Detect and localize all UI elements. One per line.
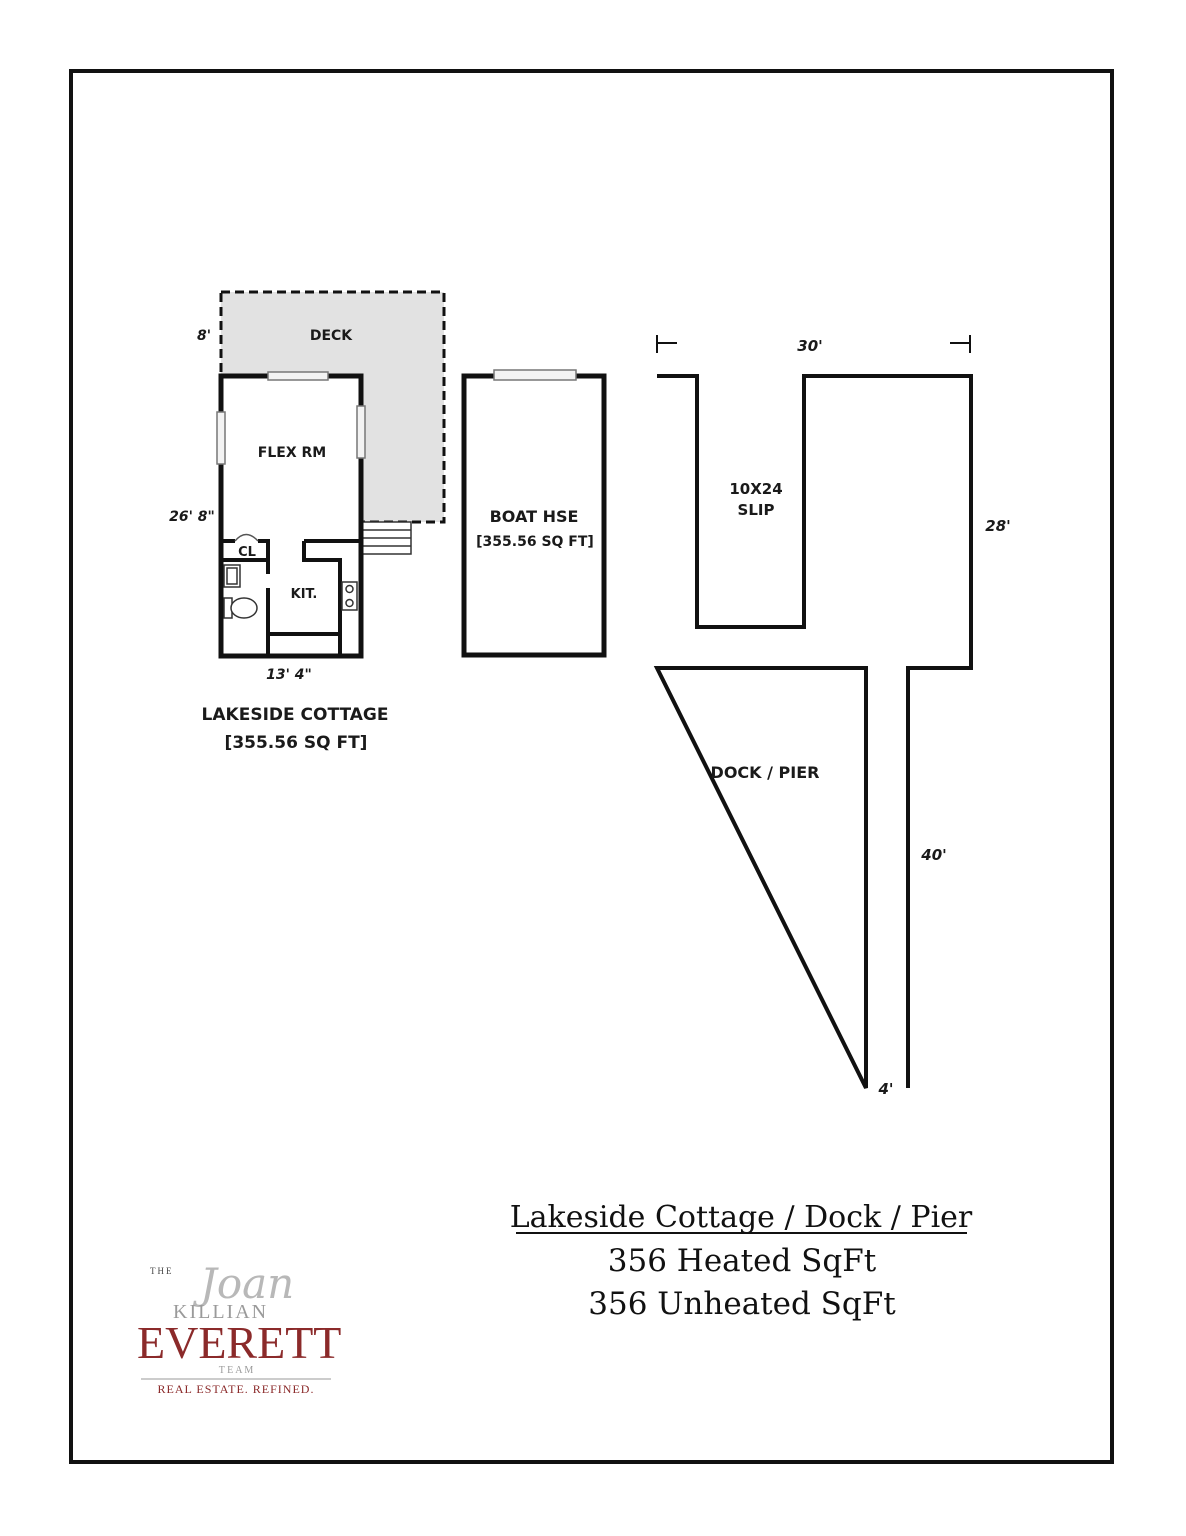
closet-label: CL xyxy=(238,545,256,560)
summary-title: Lakeside Cottage / Dock / Pier xyxy=(510,1200,973,1235)
boat-house: BOAT HSE [355.56 SQ FT] xyxy=(461,369,607,658)
deck-stairs xyxy=(360,521,412,555)
dock-outline xyxy=(653,374,973,1089)
boat-house-walls xyxy=(461,373,607,658)
page-border xyxy=(69,69,1114,1464)
logo-tagline: REAL ESTATE. REFINED. xyxy=(158,1382,315,1396)
slip-label-size: 10X24 xyxy=(729,480,782,498)
logo-team: T E A M xyxy=(219,1365,254,1376)
bathroom-fixtures xyxy=(223,564,258,619)
logo-script-name: Joan xyxy=(192,1259,294,1308)
unheated-sqft: 356 Unheated SqFt xyxy=(588,1286,896,1322)
dock-pier-label: DOCK / PIER xyxy=(711,763,820,782)
dock-width-marker xyxy=(656,335,971,353)
heated-sqft: 356 Heated SqFt xyxy=(608,1243,877,1279)
deck-dimension: 8' xyxy=(197,328,211,344)
cottage-name: LAKESIDE COTTAGE xyxy=(202,705,389,725)
cottage-area: [355.56 SQ FT] xyxy=(225,733,368,753)
pier-length-dimension: 40' xyxy=(920,846,946,864)
lakeside-cottage: DECK 8' FLEX RM CL KIT. 26' 8" 13' 4" LA… xyxy=(169,290,446,753)
kitchen-sink xyxy=(341,581,358,611)
dock-width-dimension: 30' xyxy=(797,337,822,355)
dock-pier: 30' 10X24 SLIP 28' DOCK / PIER 40' 4' xyxy=(653,335,1011,1098)
slip-label: SLIP xyxy=(738,501,775,519)
closet-door-swing xyxy=(234,533,259,542)
flex-room-label: FLEX RM xyxy=(258,445,326,461)
pier-width-dimension: 4' xyxy=(877,1080,893,1098)
cottage-height-dimension: 26' 8" xyxy=(169,509,215,525)
window xyxy=(267,371,329,381)
boat-house-name: BOAT HSE xyxy=(490,507,579,526)
deck-label: DECK xyxy=(310,328,353,344)
boat-house-area: [355.56 SQ FT] xyxy=(476,534,594,550)
window xyxy=(493,369,577,381)
interior-walls xyxy=(221,539,361,656)
dock-depth-dimension: 28' xyxy=(985,517,1010,535)
logo-the: THE xyxy=(150,1266,174,1276)
kitchen-label: KIT. xyxy=(291,587,318,602)
logo-name-main: EVERETT xyxy=(137,1317,341,1368)
window xyxy=(356,405,366,459)
cottage-width-dimension: 13' 4" xyxy=(266,667,312,683)
summary: Lakeside Cottage / Dock / Pier 356 Heate… xyxy=(510,1200,973,1322)
window xyxy=(216,411,226,465)
logo-name-top: KILLIAN xyxy=(173,1301,268,1323)
killian-everett-logo: THE Joan KILLIAN EVERETT T E A M REAL ES… xyxy=(137,1259,341,1396)
